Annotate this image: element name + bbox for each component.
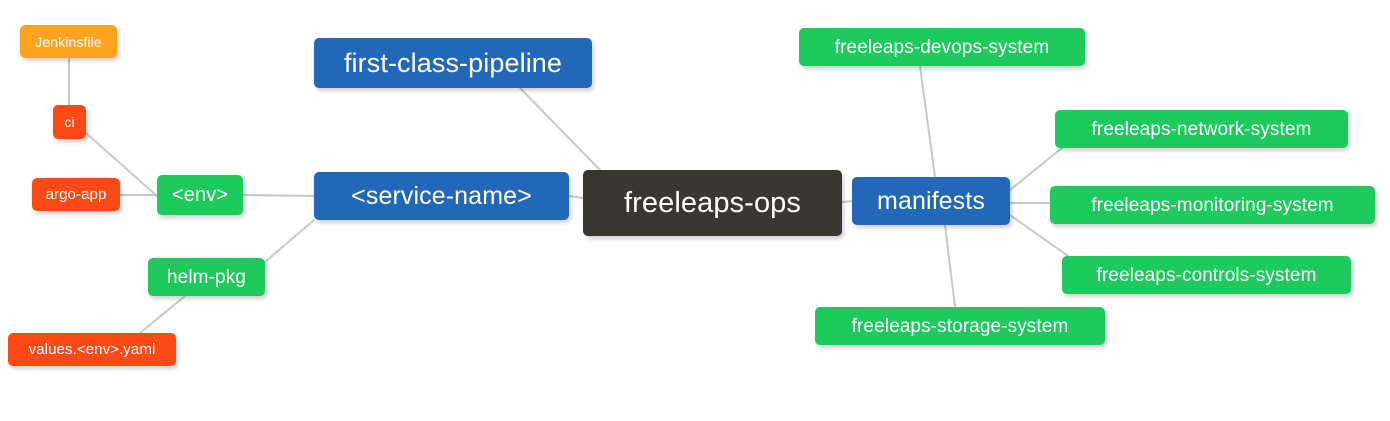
node-label-manifests: manifests — [877, 186, 985, 215]
node-argo-app[interactable]: argo-app — [32, 178, 120, 211]
node-env[interactable]: <env> — [157, 175, 243, 215]
node-label-freeleaps-network-system: freeleaps-network-system — [1091, 118, 1312, 140]
node-label-ci: ci — [64, 114, 75, 130]
node-values-yaml[interactable]: values.<env>.yaml — [8, 333, 176, 366]
edge-manifests-to-freeleaps-devops-system — [919, 65, 936, 178]
node-freeleaps-monitoring-system[interactable]: freeleaps-monitoring-system — [1050, 186, 1375, 224]
node-label-env: <env> — [171, 184, 229, 206]
node-label-freeleaps-devops-system: freeleaps-devops-system — [834, 36, 1050, 58]
node-first-class-pipeline[interactable]: first-class-pipeline — [314, 38, 592, 88]
node-label-freeleaps-controls-system: freeleaps-controls-system — [1096, 264, 1317, 286]
node-helm-pkg[interactable]: helm-pkg — [148, 258, 265, 296]
node-label-service-name: <service-name> — [351, 181, 532, 210]
node-label-freeleaps-ops: freeleaps-ops — [623, 186, 801, 219]
node-label-jenkinsfile: Jenkinsfile — [35, 33, 102, 50]
edge-service-name-to-freeleaps-ops — [568, 195, 584, 199]
edge-helm-pkg-to-values-yaml — [139, 295, 186, 334]
edge-env-to-service-name — [242, 194, 315, 197]
edge-first-class-pipeline-to-freeleaps-ops — [519, 87, 601, 171]
node-manifests[interactable]: manifests — [852, 177, 1010, 225]
node-label-freeleaps-monitoring-system: freeleaps-monitoring-system — [1091, 194, 1334, 216]
node-freeleaps-network-system[interactable]: freeleaps-network-system — [1055, 110, 1348, 148]
node-freeleaps-devops-system[interactable]: freeleaps-devops-system — [799, 28, 1085, 66]
node-freeleaps-ops[interactable]: freeleaps-ops — [583, 170, 842, 236]
node-label-values-yaml: values.<env>.yaml — [28, 341, 156, 358]
node-ci[interactable]: ci — [53, 105, 86, 139]
node-label-first-class-pipeline: first-class-pipeline — [343, 47, 563, 78]
node-jenkinsfile[interactable]: Jenkinsfile — [20, 25, 117, 58]
edge-service-name-to-helm-pkg — [264, 219, 315, 263]
node-freeleaps-storage-system[interactable]: freeleaps-storage-system — [815, 307, 1105, 345]
edge-manifests-to-freeleaps-network-system — [1009, 147, 1063, 191]
node-label-argo-app: argo-app — [45, 186, 107, 203]
edge-manifests-to-freeleaps-storage-system — [944, 224, 956, 308]
node-freeleaps-controls-system[interactable]: freeleaps-controls-system — [1062, 256, 1351, 294]
node-label-freeleaps-storage-system: freeleaps-storage-system — [851, 315, 1069, 337]
node-service-name[interactable]: <service-name> — [314, 172, 569, 220]
edge-freeleaps-ops-to-manifests — [841, 200, 853, 203]
node-label-helm-pkg: helm-pkg — [167, 266, 246, 288]
